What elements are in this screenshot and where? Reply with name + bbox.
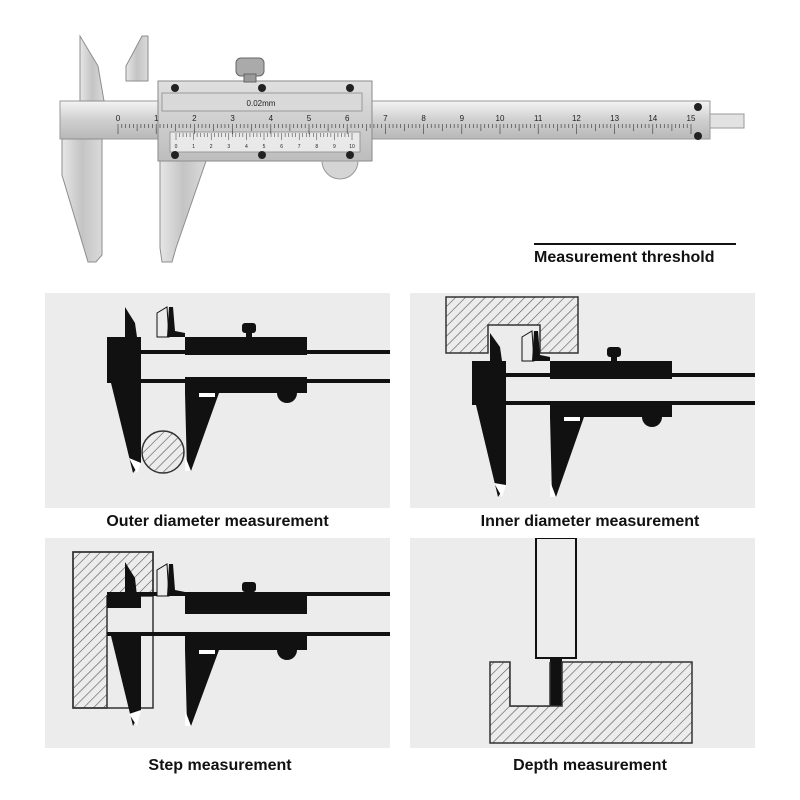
panel-outer-diameter [45, 293, 390, 508]
main-scale-ticks [117, 124, 692, 134]
thumb-screw-neck [243, 73, 257, 83]
slider-screw [346, 84, 354, 92]
panel-depth [410, 538, 755, 748]
caliper-schematic [107, 306, 390, 473]
slider-screw [171, 151, 179, 159]
main-scale-number: 10 [496, 114, 505, 123]
slot-workpiece [445, 296, 579, 354]
vernier-scale-number: 8 [315, 144, 318, 150]
main-scale-number: 15 [687, 114, 696, 123]
vernier-scale-number: 6 [280, 144, 283, 150]
vernier-scale-number: 9 [333, 144, 336, 150]
depth-rod [550, 658, 562, 706]
caption-inner-diameter: Inner diameter measurement [480, 513, 700, 530]
inner-diameter-diagram [445, 296, 755, 497]
beam-end-screw [694, 103, 702, 111]
thumb-roller [321, 160, 359, 180]
round-workpiece [141, 430, 185, 474]
vernier-scale-number: 2 [210, 144, 213, 150]
threshold-underline [534, 243, 736, 245]
vernier-scale-number: 5 [263, 144, 266, 150]
main-scale-number: 0 [116, 114, 121, 123]
slider-screw [346, 151, 354, 159]
caliper-schematic [107, 562, 390, 726]
fixed-outer-jaw [61, 138, 103, 263]
vernier-window-top [161, 92, 363, 112]
main-scale-number: 1 [154, 114, 159, 123]
main-scale-number: 8 [421, 114, 426, 123]
slider-screw [258, 151, 266, 159]
caliper-schematic [472, 330, 755, 497]
caption-step: Step measurement [148, 757, 292, 774]
slider-screw [258, 84, 266, 92]
main-scale-number: 11 [534, 114, 543, 123]
vernier-scale-ticks [175, 133, 353, 140]
main-scale-number: 2 [192, 114, 197, 123]
step-diagram [72, 551, 390, 726]
beam-end-screw [694, 132, 702, 140]
depth-cavity [510, 662, 550, 706]
fixed-inner-jaw [79, 34, 105, 102]
main-scale-number: 13 [610, 114, 619, 123]
main-scale-number: 6 [345, 114, 350, 123]
main-scale-number: 3 [230, 114, 235, 123]
panel-inner-diameter [410, 293, 755, 508]
vernier-scale-number: 0 [175, 144, 178, 150]
vernier-scale-number: 7 [298, 144, 301, 150]
moving-inner-jaw [125, 35, 149, 82]
main-scale-number: 5 [307, 114, 312, 123]
vernier-scale-number: 1 [192, 144, 195, 150]
caliper-beam-end [535, 538, 577, 659]
caption-outer-diameter: Outer diameter measurement [106, 513, 329, 530]
moving-outer-jaw [159, 160, 207, 263]
vernier-scale-number: 10 [349, 144, 355, 150]
vernier-scale-numbers: 0 1 2 3 4 5 6 7 8 9 10 [175, 144, 355, 150]
vernier-scale-number: 4 [245, 144, 248, 150]
main-scale-number: 4 [269, 114, 274, 123]
vernier-scale-number: 3 [227, 144, 230, 150]
thumb-screw [235, 57, 265, 77]
depth-diagram [489, 538, 693, 744]
main-scale-number: 9 [460, 114, 465, 123]
panel-step [45, 538, 390, 748]
outer-diameter-diagram [107, 306, 390, 474]
vernier-precision-label: 0.02mm [247, 99, 276, 108]
main-scale-number: 7 [383, 114, 388, 123]
main-scale-number: 12 [572, 114, 581, 123]
main-scale-number: 14 [648, 114, 657, 123]
vernier-scale-window [169, 131, 361, 153]
step-workpiece-outline [72, 551, 154, 709]
slider-screw [171, 84, 179, 92]
threshold-label: Measurement threshold [534, 249, 715, 266]
caption-depth: Depth measurement [513, 757, 667, 774]
